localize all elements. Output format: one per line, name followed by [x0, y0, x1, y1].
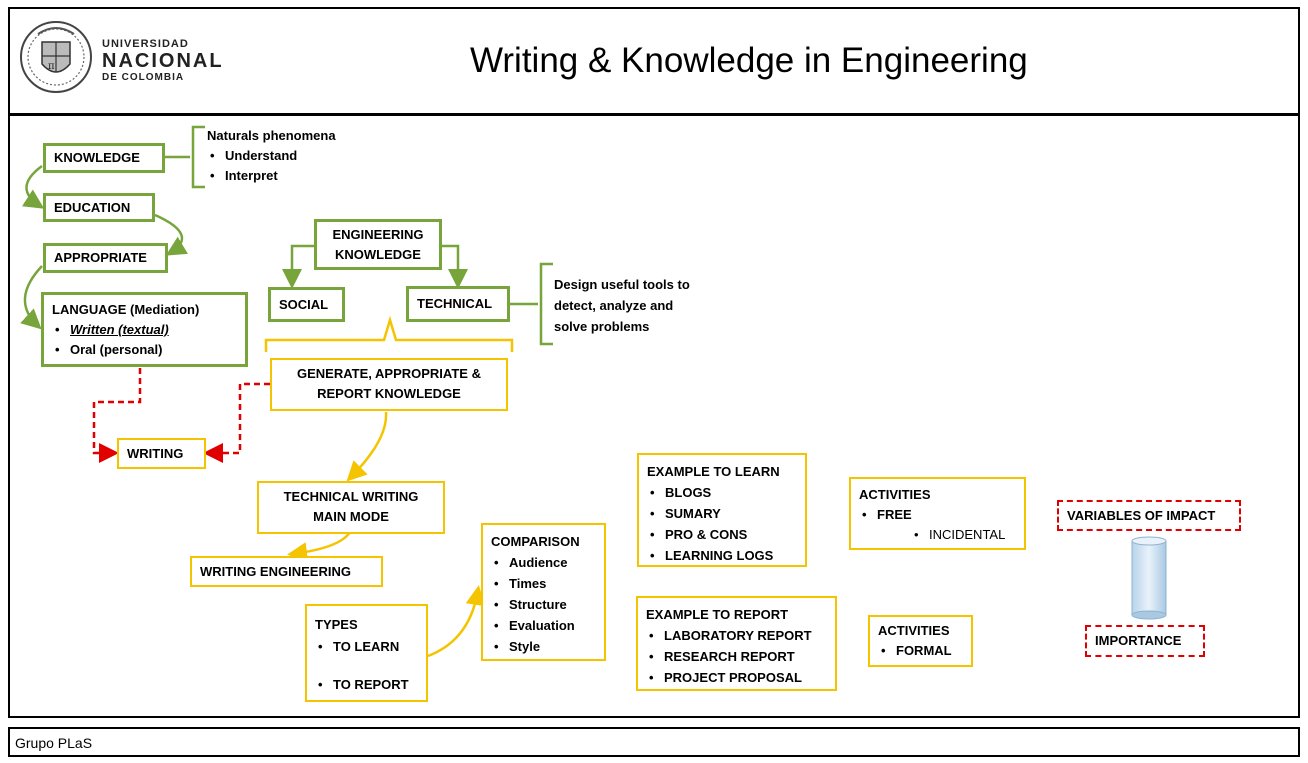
- activities-formal-title: ACTIVITIES: [878, 623, 950, 638]
- activities-free-box: ACTIVITIES FREE INCIDENTAL: [849, 477, 1026, 550]
- technical-box: TECHNICAL: [406, 286, 510, 322]
- page-title: Writing & Knowledge in Engineering: [470, 41, 1028, 80]
- importance-box: IMPORTANCE: [1085, 625, 1205, 657]
- writing-engineering-box: WRITING ENGINEERING: [190, 556, 383, 587]
- comparison-item-style: Style: [491, 636, 596, 657]
- example-learn-item-logs: LEARNING LOGS: [647, 545, 797, 566]
- technical-writing-line1: TECHNICAL WRITING: [283, 489, 419, 504]
- types-box: TYPES TO LEARN TO REPORT: [305, 604, 428, 702]
- university-line3: DE COLOMBIA: [102, 72, 185, 83]
- design-line2: detect, analyze and: [554, 298, 674, 313]
- types-item-learn: TO LEARN: [315, 636, 418, 658]
- comparison-item-structure: Structure: [491, 594, 596, 615]
- activities-free-subitem: INCIDENTAL: [911, 525, 1016, 545]
- design-line3: solve problems: [554, 319, 650, 334]
- example-report-item-laboratory: LABORATORY REPORT: [646, 625, 827, 646]
- activities-free-title: ACTIVITIES: [859, 487, 931, 502]
- appropriate-label: APPROPRIATE: [54, 250, 147, 265]
- writing-box: WRITING: [117, 438, 206, 469]
- engineering-knowledge-box: ENGINEERING KNOWLEDGE: [314, 219, 442, 270]
- education-label: EDUCATION: [54, 200, 131, 215]
- activities-free-item: FREE: [859, 505, 1016, 525]
- variables-of-impact-label: VARIABLES OF IMPACT: [1067, 508, 1216, 523]
- cylinder-icon: [1130, 535, 1168, 621]
- technical-writing-box: TECHNICAL WRITING MAIN MODE: [257, 481, 445, 534]
- types-title: TYPES: [315, 617, 358, 632]
- engineering-knowledge-line1: ENGINEERING: [332, 227, 424, 242]
- university-line2: NACIONAL: [102, 50, 224, 72]
- language-title: LANGUAGE (Mediation): [52, 302, 200, 317]
- engineering-knowledge-line2: KNOWLEDGE: [335, 247, 421, 262]
- writing-engineering-label: WRITING ENGINEERING: [200, 564, 351, 579]
- language-item-oral: Oral (personal): [52, 340, 237, 360]
- comparison-item-audience: Audience: [491, 552, 596, 573]
- social-box: SOCIAL: [268, 287, 345, 322]
- phenomena-item-understand: Understand: [207, 146, 336, 166]
- importance-label: IMPORTANCE: [1095, 633, 1182, 648]
- phenomena-title: Naturals phenomena: [207, 128, 336, 143]
- example-learn-title: EXAMPLE TO LEARN: [647, 464, 780, 479]
- knowledge-box: KNOWLEDGE: [43, 143, 165, 173]
- example-learn-box: EXAMPLE TO LEARN BLOGS SUMARY PRO & CONS…: [637, 453, 807, 567]
- example-learn-item-sumary: SUMARY: [647, 503, 797, 524]
- appropriate-box: APPROPRIATE: [43, 243, 168, 273]
- language-item-written: Written (textual): [52, 320, 237, 340]
- footer-text: Grupo PLaS: [15, 735, 93, 751]
- comparison-title: COMPARISON: [491, 534, 580, 549]
- university-name: UNIVERSIDAD NACIONAL DE COLOMBIA: [102, 38, 224, 84]
- technical-writing-line2: MAIN MODE: [313, 509, 389, 524]
- education-box: EDUCATION: [43, 193, 155, 222]
- technical-label: TECHNICAL: [417, 296, 493, 311]
- example-report-item-research: RESEARCH REPORT: [646, 646, 827, 667]
- generate-box: GENERATE, APPROPRIATE & REPORT KNOWLEDGE: [270, 358, 508, 411]
- example-report-box: EXAMPLE TO REPORT LABORATORY REPORT RESE…: [636, 596, 837, 691]
- university-seal: π: [18, 14, 94, 100]
- knowledge-label: KNOWLEDGE: [54, 150, 140, 165]
- example-learn-item-procons: PRO & CONS: [647, 524, 797, 545]
- types-item-report: TO REPORT: [315, 674, 418, 696]
- comparison-item-evaluation: Evaluation: [491, 615, 596, 636]
- content-frame: [8, 114, 1300, 718]
- footer-frame: [8, 727, 1300, 757]
- variables-of-impact-box: VARIABLES OF IMPACT: [1057, 500, 1241, 531]
- university-line1: UNIVERSIDAD: [102, 38, 189, 50]
- activities-formal-box: ACTIVITIES FORMAL: [868, 615, 973, 667]
- social-label: SOCIAL: [279, 297, 329, 312]
- activities-formal-item: FORMAL: [878, 641, 963, 661]
- phenomena-block: Naturals phenomena Understand Interpret: [207, 126, 336, 186]
- writing-label: WRITING: [127, 446, 184, 461]
- comparison-item-times: Times: [491, 573, 596, 594]
- language-box: LANGUAGE (Mediation) Written (textual) O…: [41, 292, 248, 367]
- example-report-item-proposal: PROJECT PROPOSAL: [646, 667, 827, 688]
- generate-line1: GENERATE, APPROPRIATE &: [297, 366, 481, 381]
- comparison-box: COMPARISON Audience Times Structure Eval…: [481, 523, 606, 661]
- generate-line2: REPORT KNOWLEDGE: [317, 386, 461, 401]
- phenomena-item-interpret: Interpret: [207, 166, 336, 186]
- svg-text:π: π: [48, 61, 55, 72]
- example-learn-item-blogs: BLOGS: [647, 482, 797, 503]
- design-line1: Design useful tools to: [554, 277, 690, 292]
- example-report-title: EXAMPLE TO REPORT: [646, 607, 789, 622]
- design-text: Design useful tools to detect, analyze a…: [554, 274, 690, 337]
